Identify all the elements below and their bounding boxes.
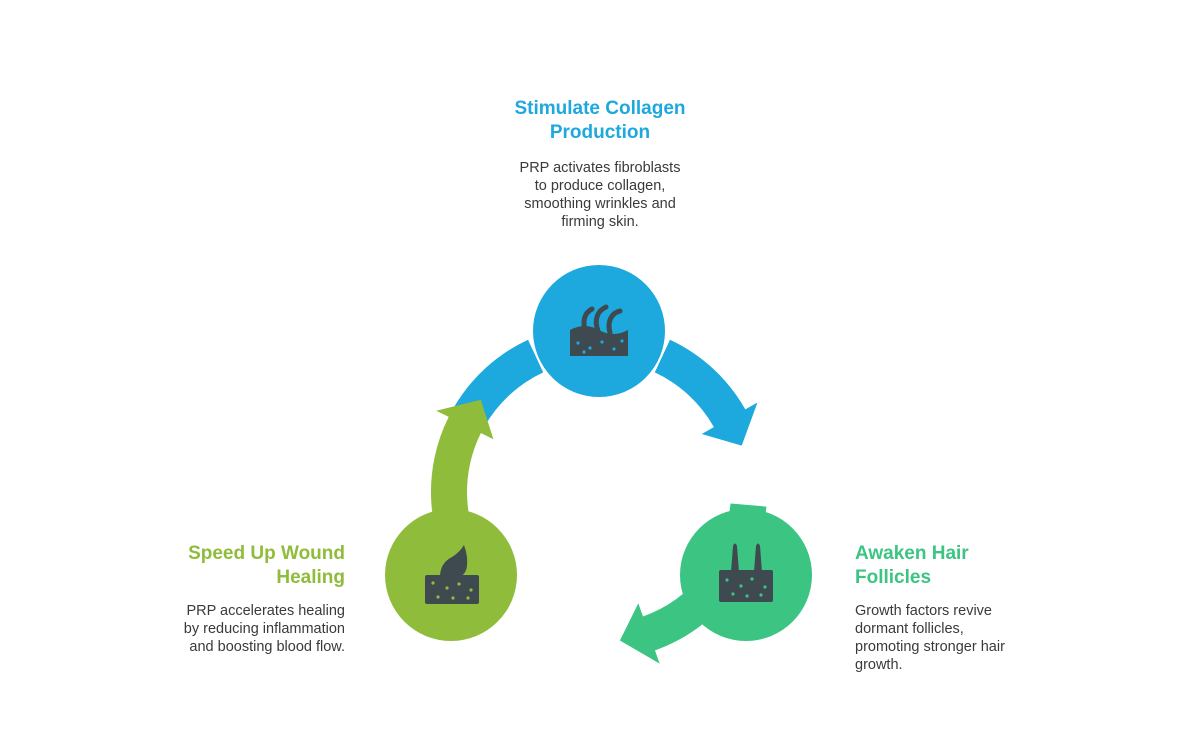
skin-hair-strands-icon [570, 304, 628, 356]
icon-texture-dot [750, 577, 754, 581]
stage-label-collagen: Stimulate Collagen Production PRP activa… [460, 97, 740, 231]
icon-texture-dot [759, 593, 763, 597]
icon-texture-dot [469, 588, 473, 592]
desc-line: PRP accelerates healing [186, 603, 345, 619]
icon-texture-dot [457, 582, 461, 586]
icon-texture-dot [620, 339, 624, 343]
icon-texture-dot [725, 578, 729, 582]
stage-description-hair: Growth factors revive dormant follicles,… [855, 602, 1055, 674]
icon-texture-dot [451, 596, 455, 600]
node-icons [425, 304, 773, 604]
stage-description-wound: PRP accelerates healing by reducing infl… [145, 602, 345, 656]
icon-texture-dot [431, 581, 435, 585]
desc-line: PRP activates fibroblasts [519, 160, 681, 176]
stage-description-collagen: PRP activates fibroblasts to produce col… [460, 159, 740, 231]
icon-texture-dot [445, 586, 449, 590]
icon-texture-dot [576, 341, 580, 345]
icon-texture-dot [745, 594, 749, 598]
icon-texture-dot [600, 340, 604, 344]
hair-follicle-icon [719, 543, 773, 602]
stage-title-hair: Awaken Hair Follicles [855, 542, 1055, 590]
title-line: Speed Up Wound [188, 543, 345, 564]
desc-line: smoothing wrinkles and [524, 196, 676, 212]
icon-texture-dot [739, 584, 743, 588]
stage-title-collagen: Stimulate Collagen Production [460, 97, 740, 145]
desc-line: to produce collagen, [534, 178, 666, 194]
icon-texture-dot [612, 347, 616, 351]
icon-texture-dot [582, 350, 586, 354]
desc-line: promoting stronger hair [855, 639, 1005, 655]
title-line: Healing [276, 567, 345, 588]
icon-texture-dot [763, 585, 767, 589]
title-line: Stimulate Collagen [514, 98, 686, 119]
desc-line: by reducing inflammation [183, 621, 345, 637]
desc-line: growth. [855, 657, 903, 673]
desc-line: Growth factors revive [855, 603, 992, 619]
desc-line: and boosting blood flow. [189, 639, 345, 655]
stage-title-wound: Speed Up Wound Healing [145, 542, 345, 590]
arrow-collagen-to-hair [654, 339, 758, 446]
stage-label-wound: Speed Up Wound Healing PRP accelerates h… [145, 542, 345, 656]
title-line: Awaken Hair [855, 543, 969, 564]
icon-texture-dot [436, 595, 440, 599]
desc-line: dormant follicles, [855, 621, 964, 637]
skin-droplet-icon [425, 545, 479, 604]
title-line: Production [549, 122, 651, 143]
icon-texture-dot [588, 346, 592, 350]
icon-texture-dot [466, 596, 470, 600]
desc-line: firming skin. [561, 214, 639, 230]
title-line: Follicles [855, 567, 932, 588]
stage-label-hair: Awaken Hair Follicles Growth factors rev… [855, 542, 1055, 674]
icon-texture-dot [731, 592, 735, 596]
